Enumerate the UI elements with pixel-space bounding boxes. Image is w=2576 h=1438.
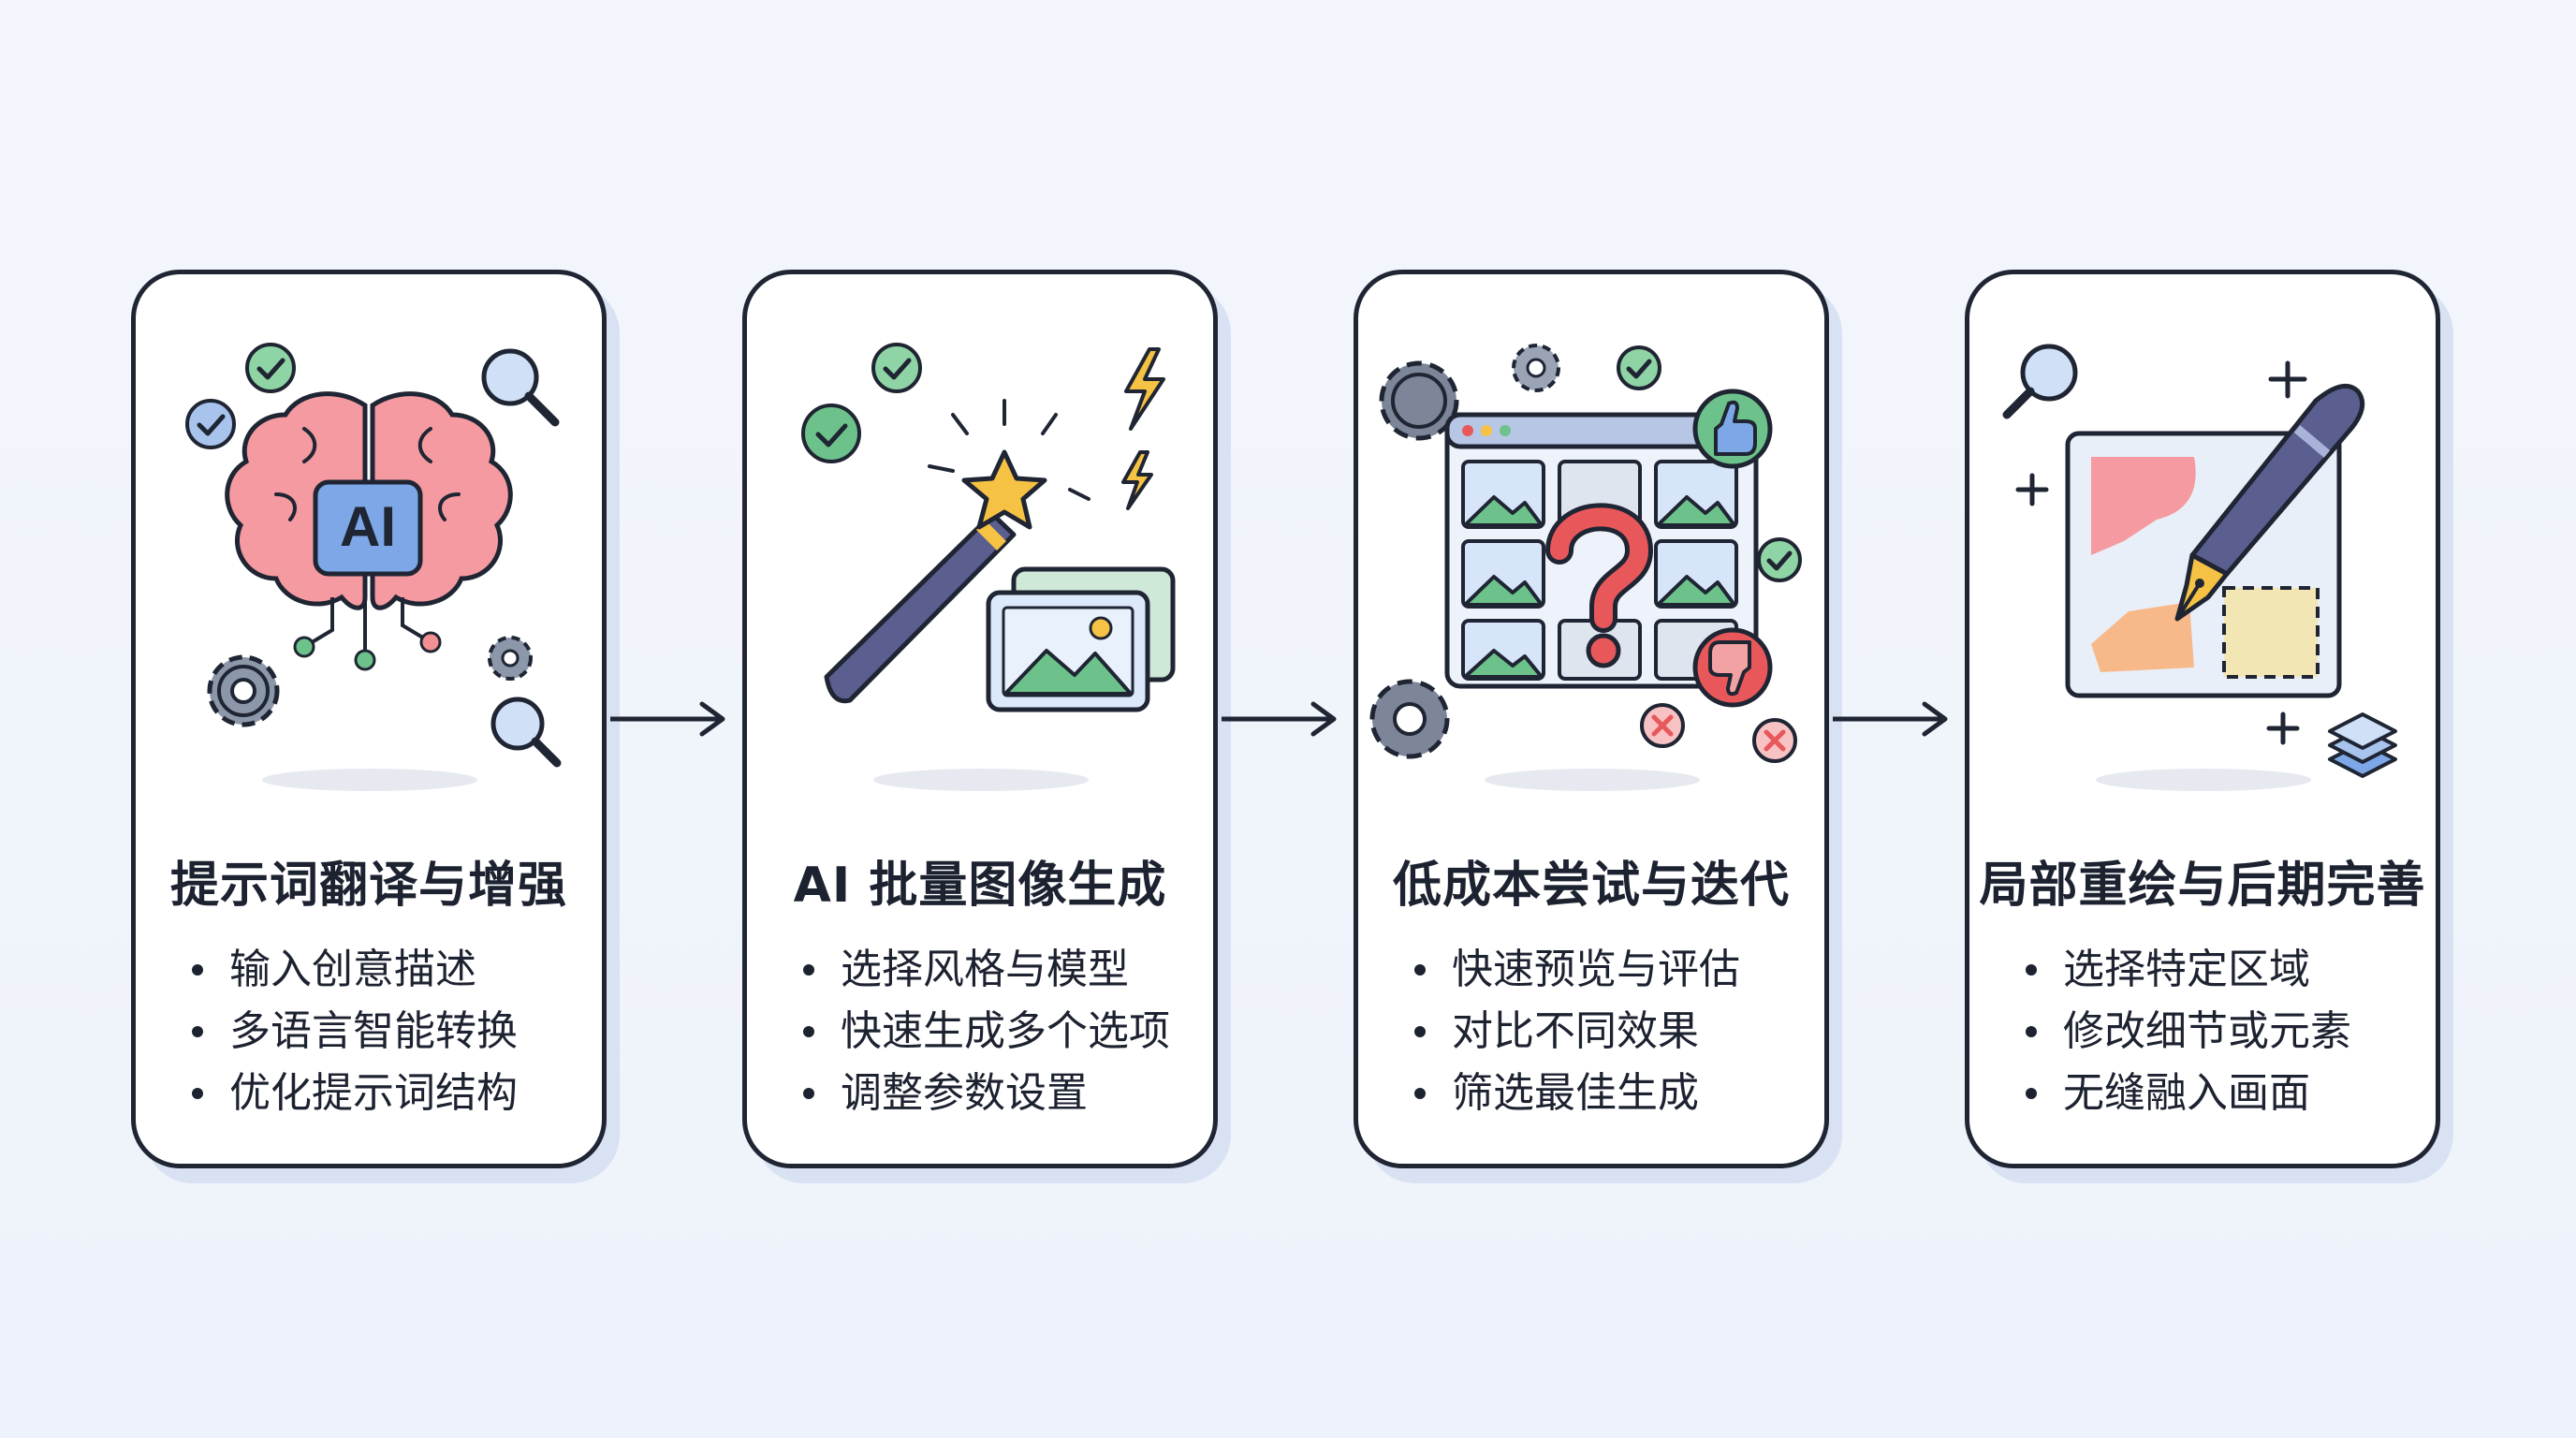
check-icon (1617, 345, 1661, 390)
lightning-icon (1124, 347, 1165, 431)
step-bullet-list: 选择风格与模型 快速生成多个选项 调整参数设置 (803, 939, 1170, 1124)
plus-icon (2015, 473, 2049, 506)
magic-wand-icon (824, 449, 1047, 704)
brain-icon: AI (225, 391, 513, 671)
gear-icon (207, 654, 280, 727)
magnifier-icon (490, 697, 562, 768)
question-mark-icon (1545, 503, 1654, 668)
brain-ai-illustration: AI (185, 343, 562, 791)
plus-icon (2268, 360, 2307, 399)
step-card-inpainting: 局部重绘与后期完善 选择特定区域 修改细节或元素 无缝融入画面 (1965, 270, 2440, 1168)
step-bullet-list: 选择特定区域 修改细节或元素 无缝融入画面 (2026, 939, 2351, 1124)
list-item: 优化提示词结构 (192, 1063, 518, 1124)
image-icon (986, 566, 1176, 712)
x-icon (1752, 718, 1797, 763)
list-item: 对比不同效果 (1414, 1001, 1740, 1063)
step-title: 低成本尝试与迭代 (1392, 858, 1790, 914)
magnifier-icon (2002, 344, 2078, 419)
layers-icon (2328, 712, 2397, 778)
step-bullet-list: 输入创意描述 多语言智能转换 优化提示词结构 (192, 939, 518, 1124)
pen-nib-icon (2174, 383, 2365, 622)
check-icon (245, 343, 296, 393)
plus-icon (2266, 712, 2300, 745)
list-item: 多语言智能转换 (192, 1001, 518, 1063)
list-item: 修改细节或元素 (2026, 1001, 2351, 1063)
list-item: 无缝融入画面 (2026, 1063, 2351, 1124)
flow-arrow-icon (610, 701, 725, 737)
gear-icon (1369, 679, 1450, 759)
browser-grid-illustration (1369, 344, 1802, 791)
gear-icon (488, 636, 533, 681)
list-item: 选择风格与模型 (803, 939, 1170, 1001)
list-item: 筛选最佳生成 (1414, 1063, 1740, 1124)
flow-arrow-icon (1833, 701, 1948, 737)
list-item: 选择特定区域 (2026, 939, 2351, 1001)
thumbs-down-icon (1692, 627, 1773, 708)
check-icon (871, 343, 922, 393)
gear-icon (1512, 344, 1560, 392)
magic-wand-illustration (801, 343, 1176, 791)
list-item: 输入创意描述 (192, 939, 518, 1001)
gear-icon (1379, 360, 1459, 441)
thumbs-up-icon (1692, 389, 1773, 469)
list-item: 调整参数设置 (803, 1063, 1170, 1124)
x-icon (1640, 703, 1685, 748)
ai-badge: AI (340, 495, 396, 558)
step-card-iteration: 低成本尝试与迭代 快速预览与评估 对比不同效果 筛选最佳生成 (1354, 270, 1829, 1168)
step-card-prompt-translation: AI 提示词翻译与增强 输入创意描述 多语言智能转换 优化提示词结构 (131, 270, 607, 1168)
lightning-icon (1121, 450, 1153, 510)
check-icon (801, 404, 861, 463)
step-card-batch-generation: AI 批量图像生成 选择风格与模型 快速生成多个选项 调整参数设置 (742, 270, 1218, 1168)
magnifier-icon (481, 348, 560, 427)
pen-canvas-illustration (2002, 344, 2397, 791)
step-bullet-list: 快速预览与评估 对比不同效果 筛选最佳生成 (1414, 939, 1740, 1124)
list-item: 快速预览与评估 (1414, 939, 1740, 1001)
list-item: 快速生成多个选项 (803, 1001, 1170, 1063)
check-icon (1757, 537, 1802, 582)
check-icon (185, 399, 236, 449)
step-title: 局部重绘与后期完善 (1979, 858, 2426, 914)
step-title: AI 批量图像生成 (793, 858, 1167, 914)
step-title: 提示词翻译与增强 (169, 858, 567, 914)
flow-arrow-icon (1222, 701, 1337, 737)
